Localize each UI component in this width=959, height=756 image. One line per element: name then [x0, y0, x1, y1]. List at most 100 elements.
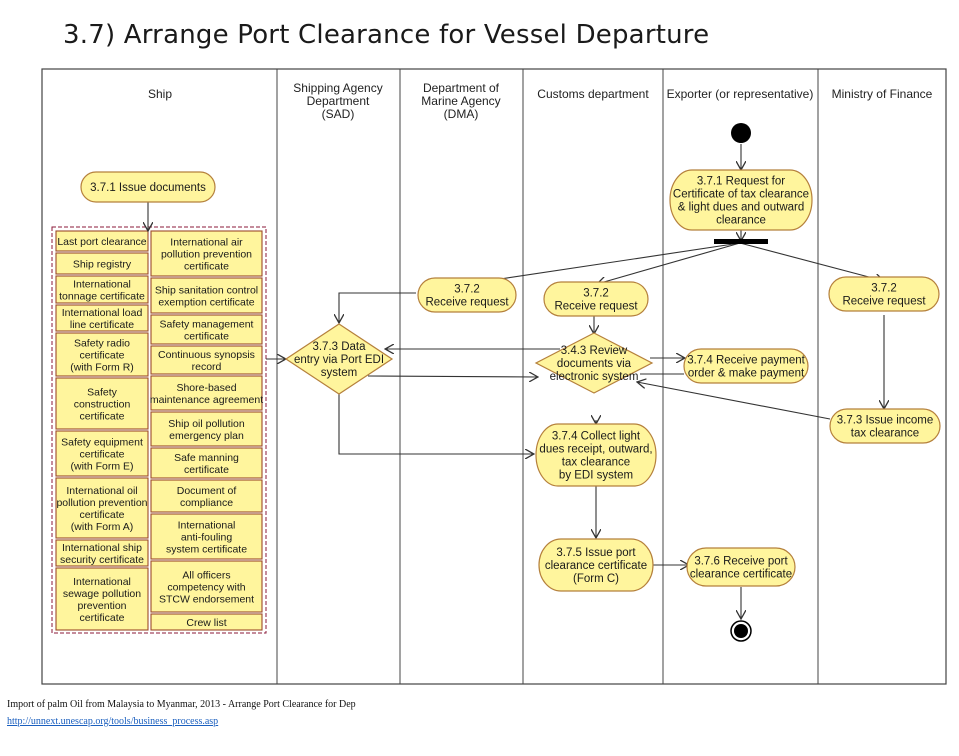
activity-issue-documents: 3.7.1 Issue documents — [80, 171, 216, 203]
activity-label: Receive request — [554, 301, 638, 313]
lane-header-text: Ship — [148, 87, 172, 101]
activity-label: 3.7.2 — [454, 284, 480, 296]
activity-label: 3.7.4 Receive payment — [687, 355, 805, 367]
activity-label: Receive request — [425, 297, 509, 309]
document-label: construction — [74, 399, 131, 411]
document-label: sewage pollution — [63, 588, 141, 600]
document-label: International ship — [62, 542, 142, 554]
document-label: certificate — [184, 331, 229, 343]
activity-label: 3.7.3 Issue income — [837, 415, 934, 427]
decision-label: 3.7.3 Data — [312, 341, 366, 353]
activity-label: Receive request — [842, 296, 926, 308]
edge-income-to-review — [637, 382, 831, 420]
lane-header-ship: Ship — [148, 87, 172, 101]
activity-label: 3.7.2 — [871, 283, 897, 295]
activity-label: order & make payment — [688, 368, 805, 380]
document-label: (with Form R) — [70, 362, 134, 374]
footer-caption: Import of palm Oil from Malaysia to Myan… — [7, 699, 356, 710]
activity-label: clearance certificate — [545, 560, 647, 572]
document-label: Safety management — [160, 319, 254, 331]
lane-header-text: Exporter (or representative) — [667, 87, 814, 101]
decision-label: entry via Port EDI — [294, 354, 384, 366]
activity-label: Certificate of tax clearance — [673, 189, 809, 201]
document-label: Ship oil pollution — [168, 418, 245, 430]
activity-label: clearance — [716, 215, 766, 227]
decision-label: 3.4.3 Review — [561, 345, 628, 357]
document-label: Ship sanitation control — [155, 285, 258, 297]
edge-fork-to-mof — [739, 242, 884, 281]
document-label: pollution prevention — [56, 497, 147, 509]
document-item: Ship registry — [55, 252, 149, 275]
document-label: All officers — [182, 570, 230, 582]
decision-label: electronic system — [550, 371, 639, 383]
activity-label: 3.7.1 Issue documents — [90, 182, 206, 194]
edge-dma-to-dataentry — [339, 292, 416, 323]
document-label: certificate — [80, 509, 125, 521]
lane-header-text: Customs department — [537, 87, 649, 101]
activity-label: 3.7.6 Receive port — [694, 556, 788, 568]
final-node — [730, 620, 752, 642]
activity-label: 3.7.5 Issue port — [556, 547, 636, 559]
activity-label: (Form C) — [573, 573, 619, 585]
document-label: compliance — [180, 497, 233, 509]
document-label: maintenance agreement — [150, 394, 263, 406]
lane-header-customs: Customs department — [537, 87, 649, 101]
lane-header-text: (SAD) — [322, 107, 355, 121]
edge-dataentry-to-review — [367, 376, 538, 377]
document-label: certificate — [184, 261, 229, 273]
document-label: International oil — [66, 485, 137, 497]
document-label: tonnage certificate — [59, 291, 145, 303]
document-label: Document of — [177, 485, 237, 497]
decision-label: documents via — [557, 358, 632, 370]
lane-header-text: Department of — [423, 81, 500, 95]
document-label: certificate — [80, 449, 125, 461]
document-label: Safety — [87, 387, 118, 399]
activity-label: by EDI system — [559, 470, 633, 482]
document-label: Safety radio — [74, 338, 130, 350]
document-label: International — [178, 520, 236, 532]
document-label: certificate — [80, 411, 125, 423]
activity-label: tax clearance — [562, 457, 630, 469]
document-label: International — [73, 576, 131, 588]
fork-bar — [714, 239, 768, 244]
lane-header-text: Ministry of Finance — [832, 87, 933, 101]
document-label: Safety equipment — [61, 437, 143, 449]
document-label: competency with — [167, 582, 245, 594]
lane-header-text: Marine Agency — [421, 94, 500, 108]
document-label: emergency plan — [169, 430, 244, 442]
lane-header-text: Department — [307, 94, 370, 108]
decision-label: system — [321, 367, 357, 379]
lane-header-text: (DMA) — [444, 107, 479, 121]
document-label: (with Form E) — [71, 461, 134, 473]
document-label: line certificate — [70, 319, 134, 331]
activity-label: tax clearance — [851, 428, 919, 440]
document-label: Crew list — [186, 617, 226, 629]
document-label: Shore-based — [176, 382, 236, 394]
document-label: security certificate — [60, 554, 144, 566]
source-link[interactable]: http://unnext.unescap.org/tools/business… — [7, 716, 219, 727]
page-title: 3.7) Arrange Port Clearance for Vessel D… — [63, 20, 710, 50]
document-label: certificate — [80, 612, 125, 624]
document-label: Safe manning — [174, 452, 239, 464]
